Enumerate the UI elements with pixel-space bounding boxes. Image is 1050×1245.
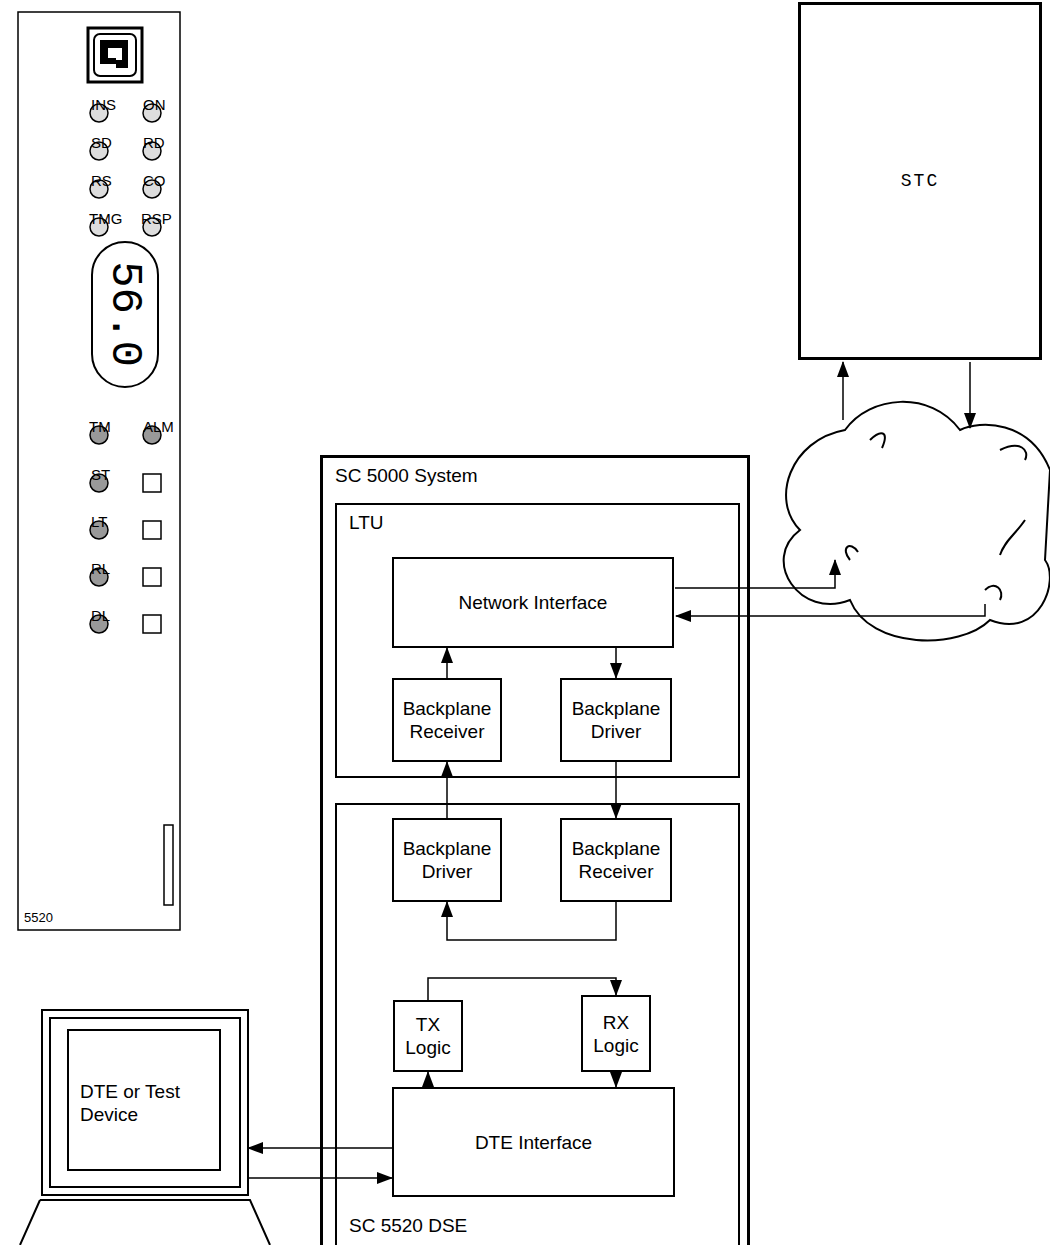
node-label: DTE Interface [475, 1131, 592, 1154]
node-label: TX Logic [399, 1013, 457, 1059]
led-label: ST [91, 467, 110, 483]
led-label: RS [91, 173, 112, 189]
network-wire [675, 362, 985, 616]
node-label: Backplane Driver [566, 697, 666, 743]
group-box: SC 5520 DSE Backplane Driver Backplane Rec… [335, 803, 740, 1245]
node-label: Network Interface [459, 591, 608, 614]
signal-connector [615, 1072, 617, 1087]
led-label: CO [143, 173, 166, 189]
node-label: DTE or Test Device [80, 1080, 210, 1126]
group-box: SC 5000 SystemLTU Network InterfaceBackpl… [320, 455, 750, 1245]
signal-connector [615, 648, 617, 678]
node-label: STC [901, 170, 939, 193]
led-label: INS [91, 97, 116, 113]
signal-connector [427, 1072, 429, 1087]
led-label: SD [91, 135, 112, 151]
node-label: Backplane Driver [398, 837, 496, 883]
group-box: LTU Network InterfaceBackplane Receiver Ba… [335, 503, 740, 778]
led-label: TMG [89, 211, 122, 227]
process-box: Backplane Receiver [392, 678, 502, 762]
led-label: ALM [143, 419, 174, 435]
process-box: RX Logic [581, 995, 651, 1072]
network-cloud [784, 402, 1050, 641]
process-box: DTE Interface [392, 1087, 675, 1197]
process-box: Backplane Driver [392, 818, 502, 902]
terminal-node: DTE or Test Device [42, 1010, 248, 1195]
led-label: RD [143, 135, 165, 151]
monitor [20, 1010, 270, 1245]
led-label: RL [91, 561, 110, 577]
front-panel [18, 12, 180, 930]
node-label: SC 5520 DSE [349, 1214, 467, 1237]
led-label: RSP [141, 211, 172, 227]
signal-connector [615, 762, 617, 818]
process-box: Backplane Receiver [560, 818, 672, 902]
led-label: ON [143, 97, 166, 113]
process-box: Network Interface [392, 557, 674, 648]
signal-connector [446, 762, 448, 818]
process-box: STC [798, 2, 1042, 360]
node-label: LTU [349, 511, 383, 534]
led-dark [90, 426, 161, 633]
process-box: TX Logic [393, 1000, 463, 1072]
node-label: SC 5000 System [335, 464, 478, 487]
model-number: 5520 [24, 910, 53, 926]
process-box: Backplane Driver [560, 678, 672, 762]
signal-connector [446, 648, 448, 678]
led-label: LT [91, 514, 107, 530]
led-label: TM [89, 419, 111, 435]
signal-connector [447, 902, 616, 940]
node-label: RX Logic [587, 1011, 645, 1057]
node-label: Backplane Receiver [398, 697, 496, 743]
node-label: Backplane Receiver [566, 837, 666, 883]
display-readout: 56.0 [102, 261, 148, 367]
led-label: DL [91, 608, 110, 624]
